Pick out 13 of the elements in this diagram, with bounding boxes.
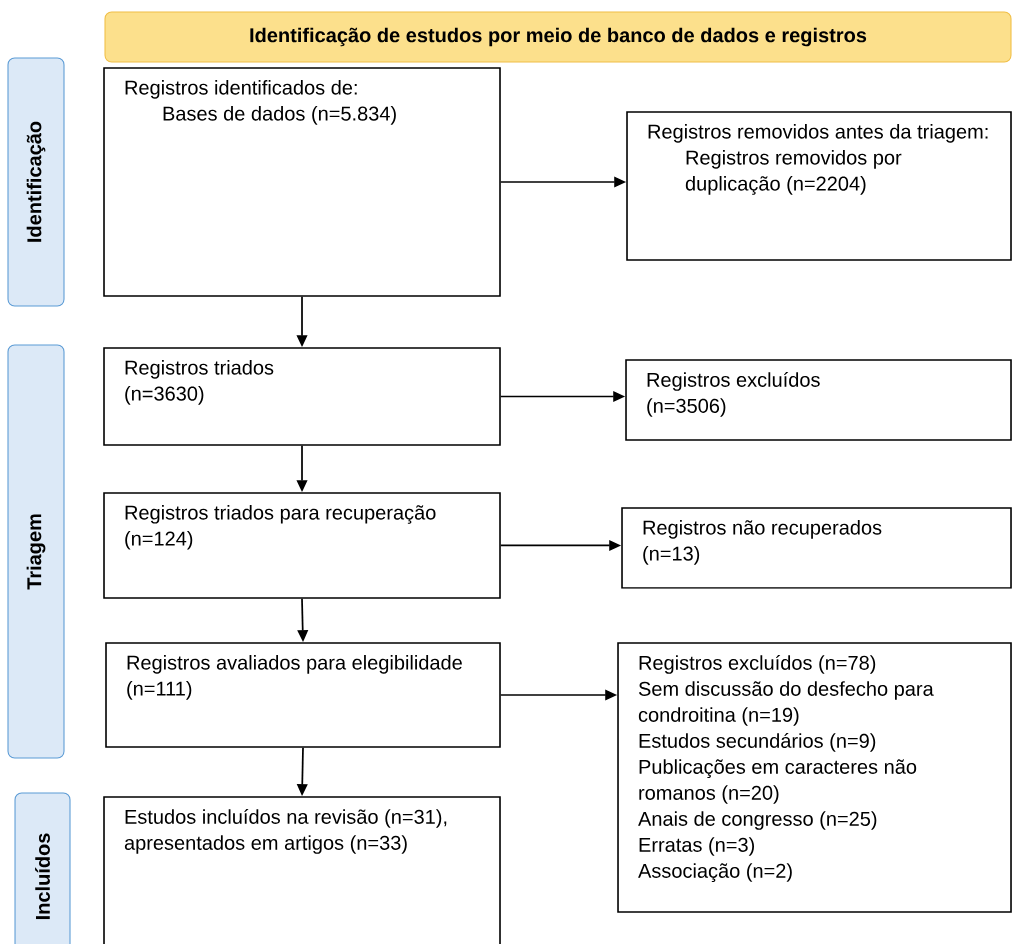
- process-box: Registros não recuperados (n=13): [621, 507, 1012, 589]
- stage-label: Triagem: [7, 344, 65, 759]
- process-box: Registros identificados de: Bases de dados (n=5.834): [103, 67, 501, 297]
- section-banner: Identificação de estudos por meio de banco de dados e registros: [104, 11, 1012, 63]
- process-box: Registros excluídos (n=78) Sem discussão do desfecho para condroitina (n=19) Estudos secundários (n=9) Publicações em caracteres não romanos (n=20) Anais de congresso (n=25) Erratas (n=3) Associação (n=2): [617, 642, 1012, 913]
- process-box: Registros avaliados para elegibilidade (n=111): [105, 642, 501, 748]
- process-box: Registros removidos antes da triagem: Registros removidos por duplicação (n=2204): [626, 111, 1012, 261]
- process-box: Estudos incluídos na revisão (n=31), apresentados em artigos (n=33): [103, 796, 501, 944]
- process-box: Registros triados para recuperação (n=124): [103, 492, 501, 599]
- process-box: Registros excluídos (n=3506): [625, 359, 1012, 441]
- stage-label: Incluídos: [14, 792, 71, 944]
- process-box: Registros triados (n=3630): [103, 347, 501, 446]
- stage-label: Identificação: [7, 57, 65, 307]
